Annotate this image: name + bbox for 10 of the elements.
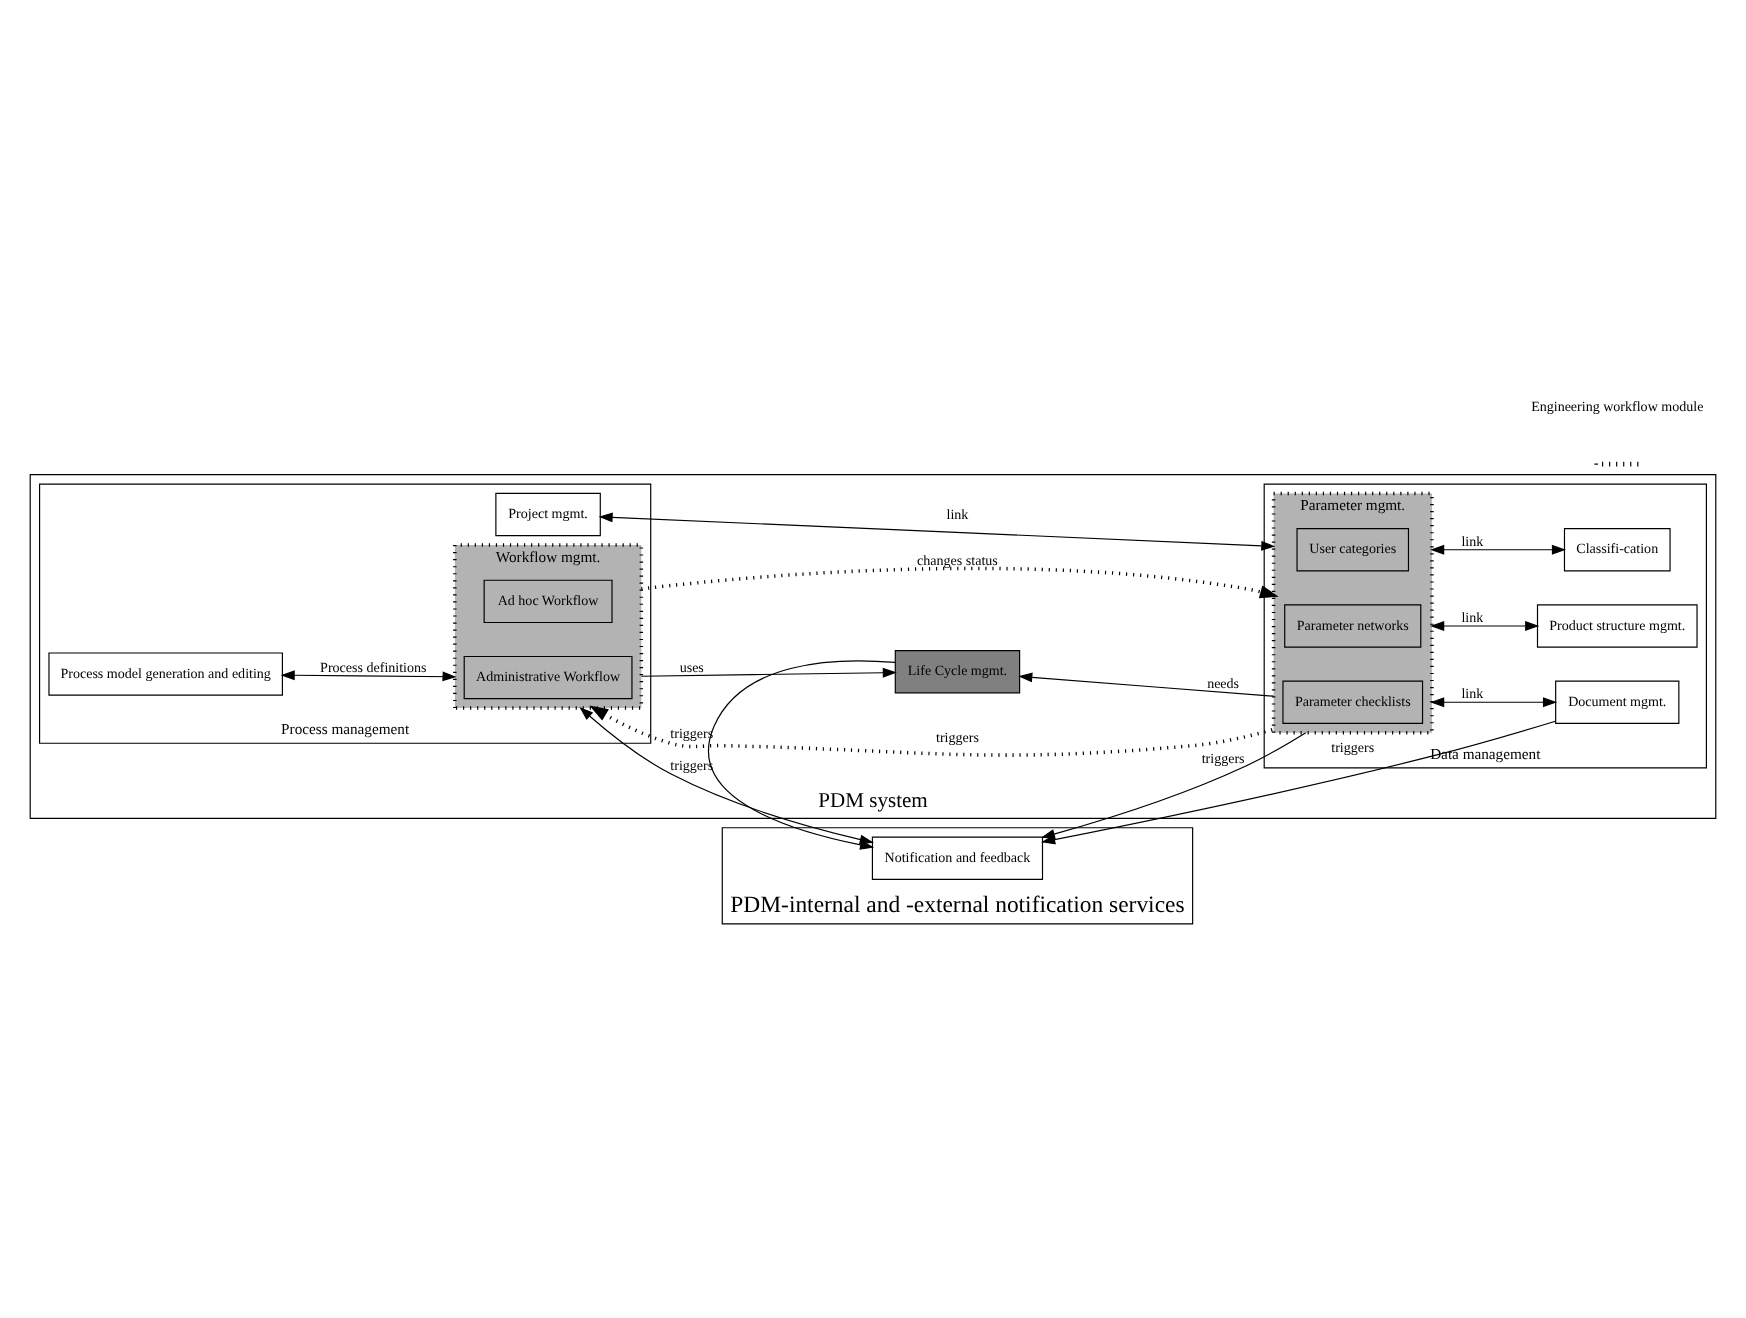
arrow <box>640 666 897 677</box>
arrow <box>589 704 1275 756</box>
arrow <box>1430 620 1540 630</box>
arrow <box>641 565 1279 598</box>
arrow <box>1430 696 1558 707</box>
arrow <box>708 659 896 849</box>
arrow <box>1018 671 1275 696</box>
arrow <box>598 511 1276 550</box>
arrow <box>1430 543 1566 554</box>
arrow <box>280 669 457 681</box>
